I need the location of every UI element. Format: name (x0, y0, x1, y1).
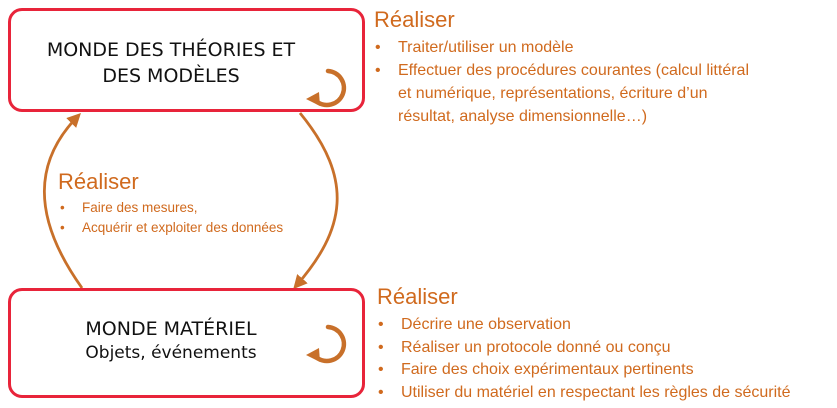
cycle-arrow-icon (306, 68, 347, 108)
list-item-continuation: et numérique, représentations, écriture … (398, 85, 708, 102)
list-item: Traiter/utiliser un modèle (372, 36, 812, 59)
title-line-2: DES MODÈLES (102, 65, 240, 87)
material-world-subtitle: Objets, événements (85, 343, 257, 363)
bottom-panel-heading: Réaliser (377, 284, 458, 309)
theories-models-box: MONDE DES THÉORIES ET DES MODÈLES (8, 8, 365, 112)
list-item-continuation: résultat, analyse dimensionnelle…) (398, 108, 648, 125)
cycle-arrow-icon (306, 324, 347, 364)
middle-panel-heading: Réaliser (58, 169, 139, 194)
upward-arrow (43, 112, 84, 289)
list-item: Réaliser un protocole donné ou conçu (375, 337, 835, 360)
list-item: Faire des choix expérimentaux pertinents (375, 359, 835, 382)
material-world-title: MONDE MATÉRIEL (85, 318, 257, 340)
top-panel-list: Traiter/utiliser un modèle Effectuer des… (372, 36, 812, 128)
list-item: Utiliser du matériel en respectant les r… (375, 382, 835, 405)
title-line-1: MONDE DES THÉORIES ET (46, 39, 296, 61)
bottom-panel-list: Décrire une observation Réaliser un prot… (375, 314, 835, 404)
list-item: Acquérir et exploiter des données (56, 218, 356, 238)
theories-models-title: MONDE DES THÉORIES ET DES MODÈLES (31, 37, 311, 89)
list-item: Effectuer des procédures courantes (calc… (372, 59, 812, 82)
top-panel-heading: Réaliser (374, 7, 455, 32)
middle-panel-list: Faire des mesures, Acquérir et exploiter… (56, 198, 356, 238)
list-item: Décrire une observation (375, 314, 835, 337)
material-world-box: MONDE MATÉRIEL Objets, événements (8, 288, 365, 398)
list-item: Faire des mesures, (56, 198, 356, 218)
